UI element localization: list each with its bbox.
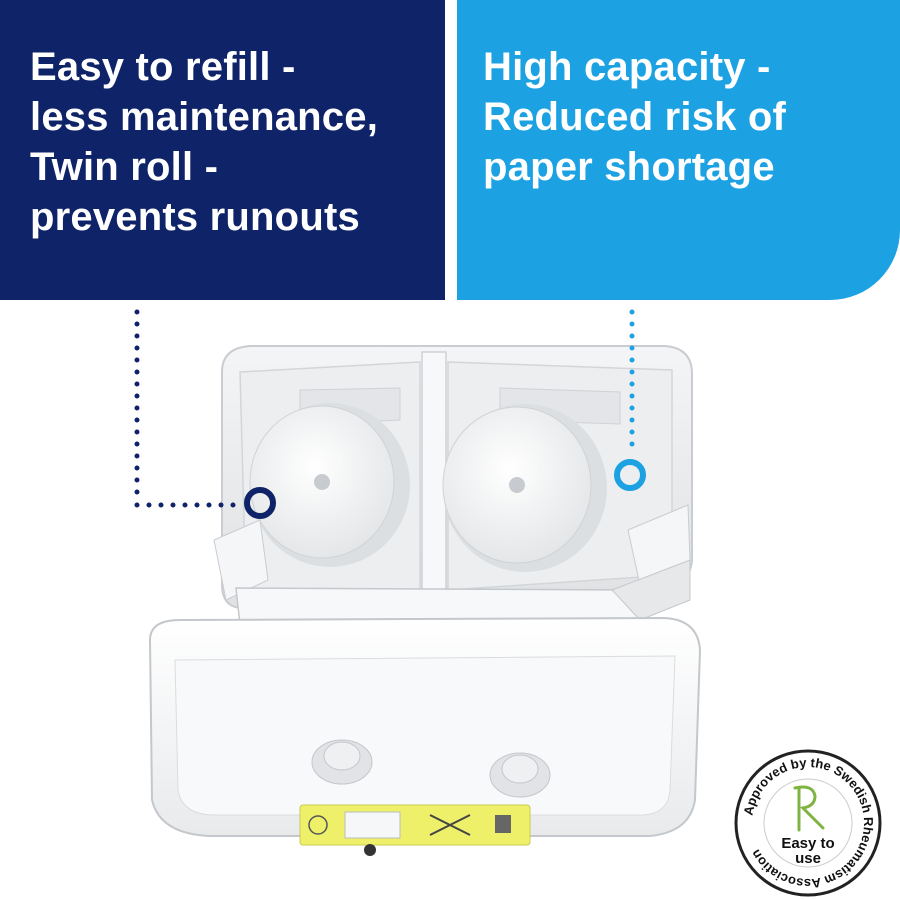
approval-seal: Approved by the Swedish Rheumatism Assoc… bbox=[733, 748, 883, 898]
rheumatism-r-icon bbox=[793, 785, 825, 832]
seal-inner-line: use bbox=[795, 850, 821, 867]
center-divider bbox=[421, 351, 447, 593]
callout-ring-icon bbox=[614, 459, 646, 491]
mounting-knob-left bbox=[311, 739, 373, 785]
feature-line: Easy to refill - bbox=[30, 45, 296, 89]
feature-panel-high-capacity: High capacity - Reduced risk of paper sh… bbox=[457, 0, 900, 300]
feature-line: High capacity - bbox=[483, 45, 771, 89]
seal-inner-line: Easy to bbox=[781, 835, 835, 852]
instruction-label bbox=[299, 804, 531, 846]
feature-line: Reduced risk of bbox=[483, 95, 787, 139]
seal-inner-text: Easy to use bbox=[768, 836, 848, 866]
callout-connector-left bbox=[134, 309, 276, 519]
callout-connector-right bbox=[614, 309, 646, 491]
seal-graphic: Approved by the Swedish Rheumatism Assoc… bbox=[734, 749, 882, 897]
feature-line: prevents runouts bbox=[30, 195, 360, 239]
toilet-roll-left bbox=[249, 403, 410, 567]
mounting-knob-right bbox=[489, 752, 551, 798]
feature-line: less maintenance, bbox=[30, 95, 379, 139]
callout-ring-icon bbox=[244, 487, 276, 519]
feature-line: Twin roll - bbox=[30, 145, 219, 189]
lock-keyhole bbox=[364, 844, 376, 856]
toilet-roll-right bbox=[442, 404, 607, 572]
feature-line: paper shortage bbox=[483, 145, 775, 189]
feature-panel-easy-refill: Easy to refill - less maintenance, Twin … bbox=[0, 0, 445, 300]
